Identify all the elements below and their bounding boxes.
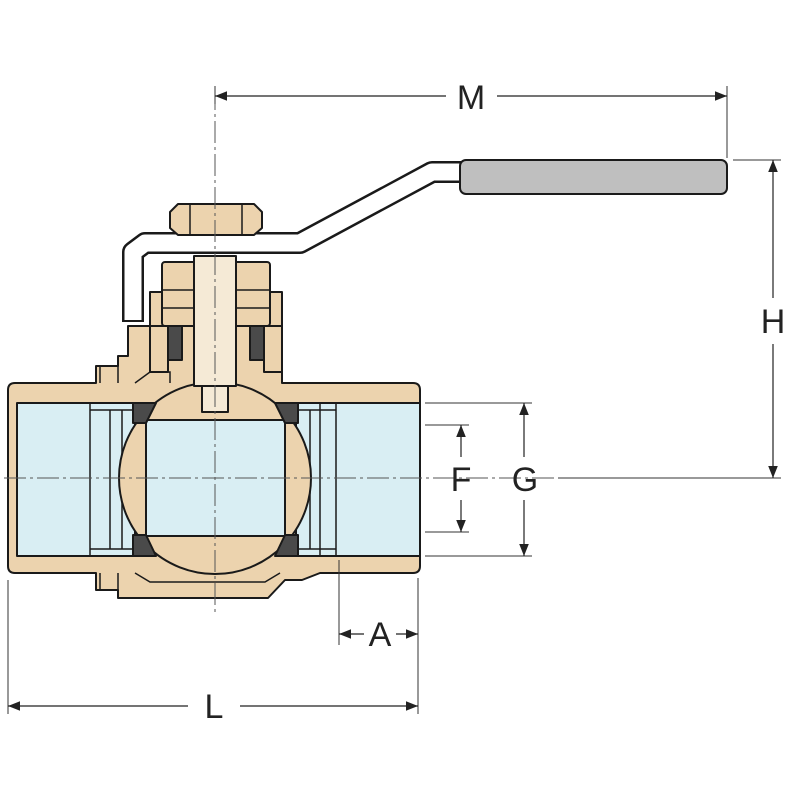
- body-shoulder-detail: [99, 366, 281, 590]
- bonnet-inner-left: [149, 325, 169, 373]
- stem-packing-right: [249, 325, 265, 361]
- dimension-label-h: H: [761, 303, 786, 341]
- dimension-label-f: F: [451, 461, 472, 499]
- seat-upper-left: [132, 402, 157, 424]
- dimension-label-m: M: [457, 79, 485, 117]
- hex-nut: [169, 203, 263, 236]
- dimension-label-g: G: [512, 461, 538, 499]
- dimension-l: L: [8, 688, 418, 726]
- lever-arm: [124, 163, 470, 320]
- hex-nut-body: [169, 203, 263, 236]
- stem-packing-left: [167, 325, 183, 361]
- dimension-label-a: A: [369, 616, 392, 654]
- seat-upper-right: [274, 402, 299, 424]
- dimension-label-l: L: [205, 688, 224, 726]
- dimension-g: G: [512, 403, 538, 556]
- seat-lower-left: [132, 534, 157, 557]
- ball-seats: [132, 402, 299, 557]
- centerlines: [4, 88, 556, 612]
- dimension-f: F: [451, 425, 472, 532]
- right-port-bore: [295, 402, 421, 557]
- dimension-h: H: [761, 160, 786, 478]
- dimension-m: M: [215, 79, 727, 117]
- bonnet-inner-right: [263, 325, 283, 373]
- dimension-a: A: [339, 616, 418, 654]
- left-port-bore: [16, 402, 136, 557]
- seat-lower-right: [274, 534, 299, 557]
- lever-grip: [459, 159, 728, 195]
- lever: [122, 159, 728, 322]
